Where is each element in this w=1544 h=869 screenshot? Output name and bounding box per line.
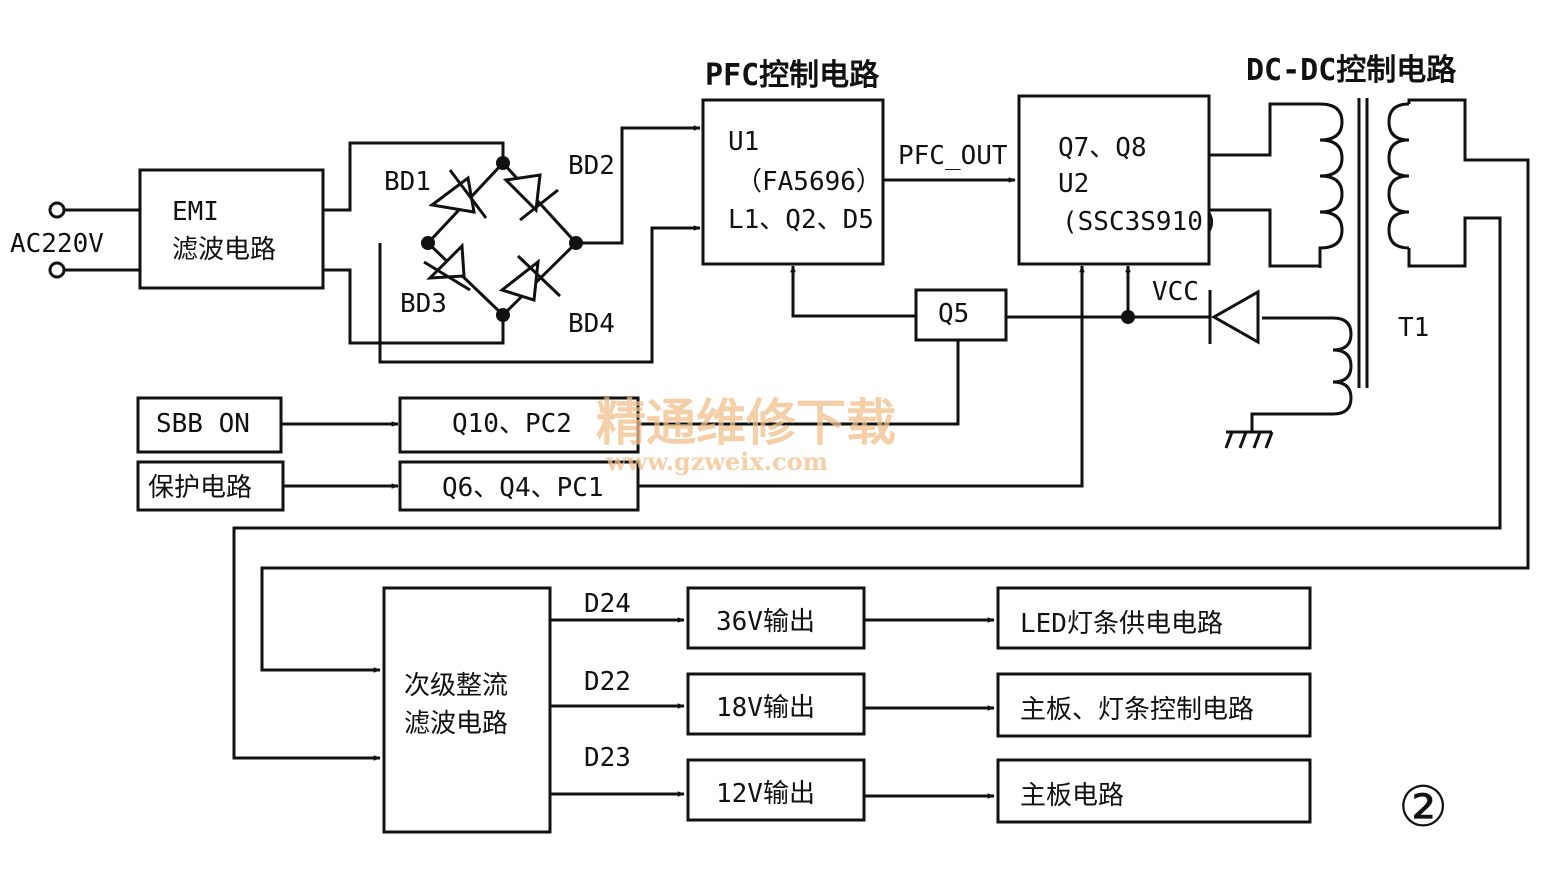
aux-winding [1332,316,1353,416]
q5-box [914,288,1008,342]
sbb-on-label: SBB ON [156,409,250,439]
pfc-parts-label: L1、Q2、D5 [728,205,874,235]
secondary-line2: 滤波电路 [404,709,508,739]
pfc-title: PFC控制电路 [705,58,880,93]
emi-filter-label: 滤波电路 [172,235,276,265]
bd3-label: BD3 [400,289,447,319]
secondary-line1: 次级整流 [404,671,508,701]
secondary-rectifier-box [382,586,552,834]
q10-pc2-label: Q10、PC2 [452,409,572,439]
output-12v-label: 12V输出 [716,779,815,809]
d23-label: D23 [584,743,631,773]
dcdc-control-box [1017,94,1211,266]
pfc-ic-label: （FA5696） [736,167,882,197]
protection-label: 保护电路 [148,473,252,503]
pfc-out-label: PFC_OUT [898,141,1008,171]
output-18v-label: 18V输出 [716,693,815,723]
watermark-text: 精通维修下载 [596,393,896,452]
emi-filter-box [138,168,325,290]
d22-label: D22 [584,667,631,697]
primary-winding [1318,102,1344,268]
output-36v-label: 36V输出 [716,607,815,637]
emi-label: EMI [172,197,219,227]
dcdc-ic-label: (SSC3S910) [1062,207,1219,237]
diode-bd4-symbol [498,254,562,302]
diode-bd2-symbol [502,173,559,222]
bridge-rectifier: BD1 BD2 BD3 BD4 [323,141,615,345]
vcc-diode-symbol [1208,289,1260,345]
q10-pc2-box [398,396,640,454]
load-led-label: LED灯条供电电路 [1020,609,1223,639]
dcdc-q7q8-label: Q7、Q8 [1058,133,1147,163]
watermark-url: www.gzweix.com [605,447,828,476]
diode-bd1-symbol [428,169,488,219]
output-18v-box [686,672,866,736]
load-mainboard-box [996,758,1312,824]
load-mainboard-label: 主板电路 [1020,781,1124,811]
diode-bd3-symbol [423,242,471,292]
figure-number: ② [1398,775,1448,840]
load-led-box [996,586,1312,650]
dcdc-u2-label: U2 [1058,169,1089,199]
secondary-winding [1387,102,1410,250]
output-36v-box [686,586,866,650]
d24-label: D24 [584,589,631,619]
ac220v-label: AC220V [10,229,104,259]
load-mainboard-led-label: 主板、灯条控制电路 [1020,695,1254,725]
bd4-label: BD4 [568,309,615,339]
q5-label: Q5 [938,299,969,329]
pfc-control-box [701,98,885,266]
t1-label: T1 [1398,313,1429,343]
bd1-label: BD1 [384,167,431,197]
output-12v-box [686,758,866,822]
vcc-label: VCC [1152,277,1199,307]
ac-input: AC220V [10,201,140,279]
bd2-label: BD2 [568,151,615,181]
ac-terminal-top [48,201,66,219]
transformer-t1: T1 [232,98,1530,761]
load-mainboard-led-box [996,672,1312,738]
ac-terminal-bottom [48,261,66,279]
q6-q4-pc1-label: Q6、Q4、PC1 [442,473,604,503]
dcdc-title: DC-DC控制电路 [1246,53,1457,88]
pfc-u1-label: U1 [728,127,759,157]
